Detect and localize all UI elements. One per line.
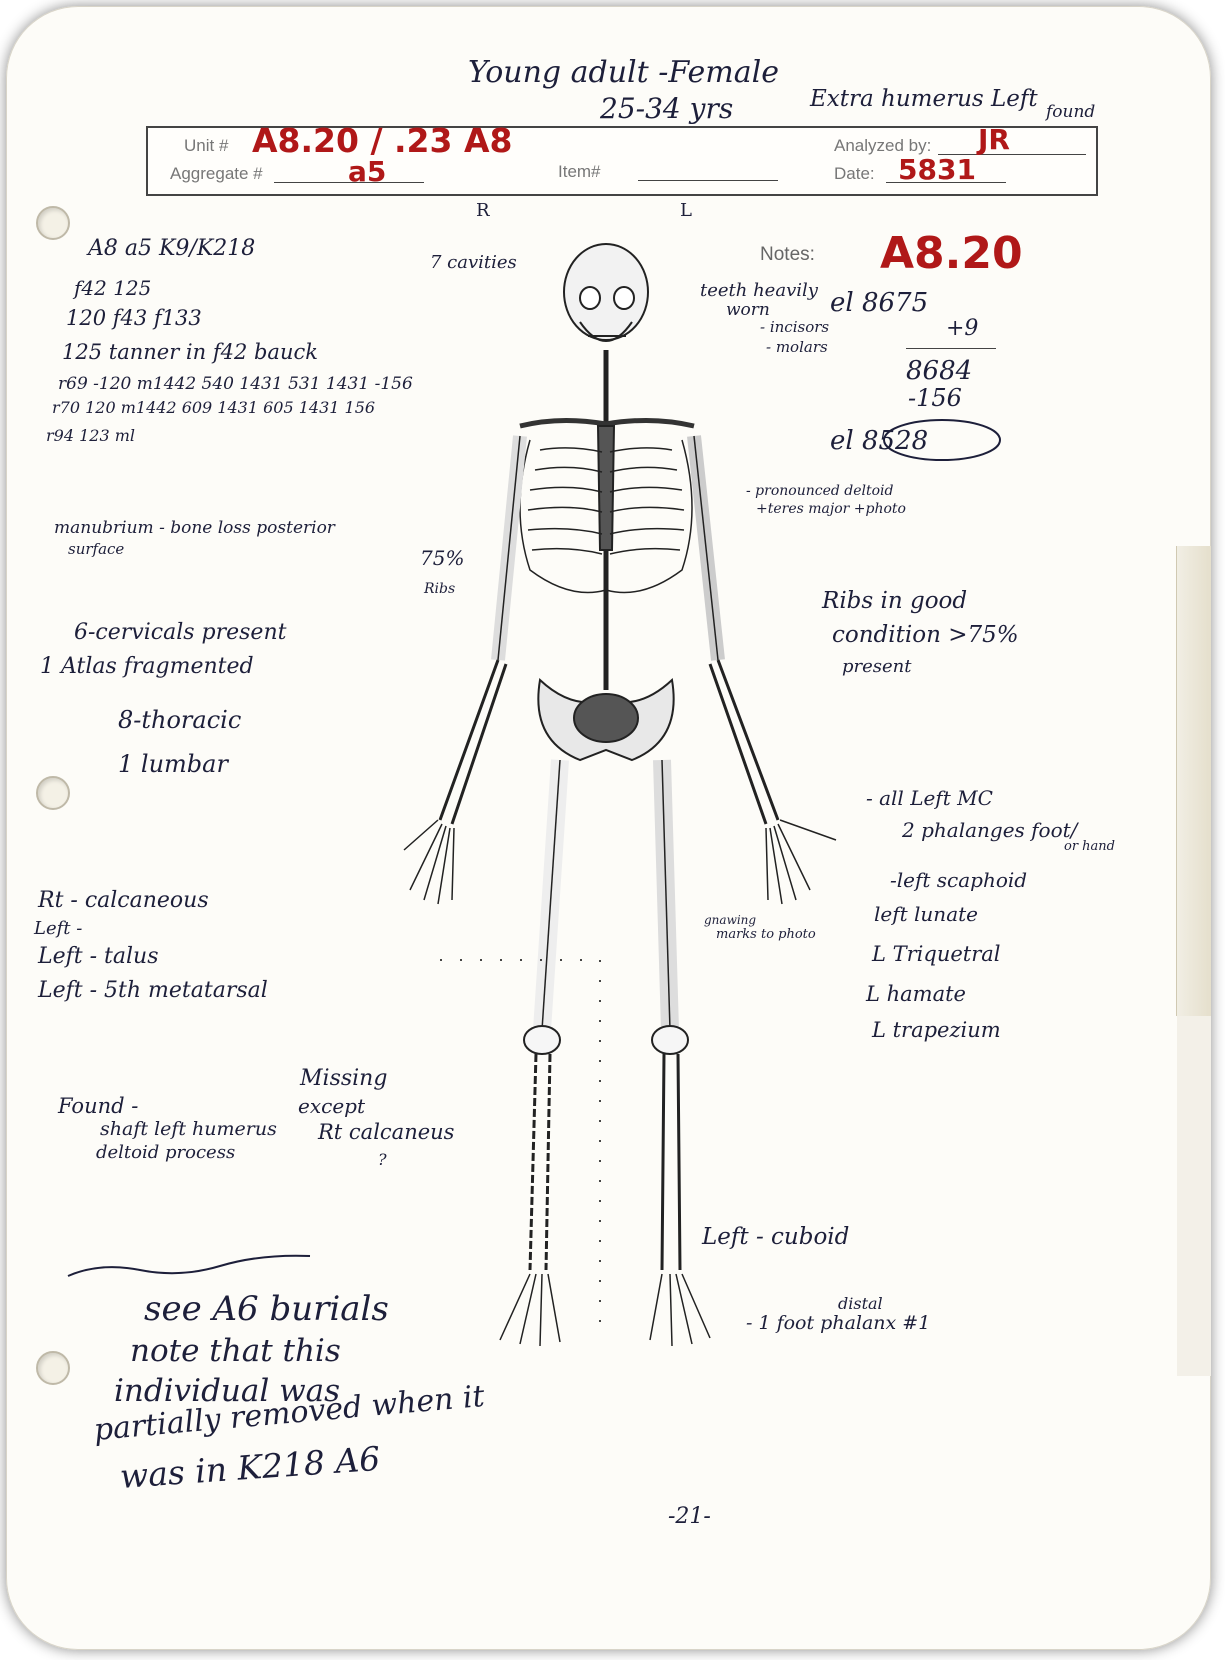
punch-hole [36,206,70,240]
vertebrae-note: 1 Atlas fragmented [40,656,254,678]
left-side-marker: L [680,202,692,220]
calculation-line: +9 [946,318,978,340]
sternum [598,426,614,550]
extra-humerus-found: found [1046,104,1095,121]
right-forearm [440,660,506,824]
item-label: Item# [558,162,601,182]
skeleton-diagram [380,240,880,1360]
vertebrae-note: 8-thoracic [118,708,241,732]
manubrium-note: surface [68,542,124,557]
see-note: note that this [130,1336,341,1367]
punch-hole [36,776,70,810]
calculation-line: -156 [908,386,962,410]
aggregate-value: a5 [348,158,386,186]
catalog-note: A8 a5 K9/K218 [88,238,255,260]
catalog-note: r94 123 ml [46,428,135,444]
catalog-note: 120 f43 f133 [66,308,202,329]
hand-bones-note: - all Left MC [866,788,993,808]
hand-bones-note: or hand [1064,840,1115,853]
missing-note: except [298,1096,365,1116]
date-value: 5831 [898,156,976,184]
unit-label: Unit # [184,136,228,156]
left-tibia [662,1054,680,1270]
left-hand [766,820,836,904]
left-forearm [710,660,778,824]
page-number: -21- [668,1506,711,1528]
hand-bones-note: -left scaphoid [890,870,1027,890]
right-tibia [530,1054,550,1270]
calculation-line: 8684 [906,358,972,384]
unit-value: A8.20 / .23 A8 [252,124,512,157]
foot-bone-note: Left - talus [38,946,158,968]
aggregate-label: Aggregate # [170,164,263,184]
foot-bone-note: Rt - calcaneous [38,890,209,912]
left-foot [650,1274,710,1346]
punch-hole [36,1351,70,1385]
specimen-id: A8.20 [880,232,1023,276]
foot-bone-note: Left - [34,920,82,938]
missing-note: Missing [300,1068,387,1090]
page-tab-edge [1176,546,1211,1016]
sex-age-note: Young adult -Female [468,58,779,88]
foot-bone-note: Left - 5th metatarsal [38,980,268,1002]
right-hand [404,820,454,904]
date-label: Date: [834,164,875,184]
catalog-note: f42 125 [74,278,151,298]
found-note: Found - [58,1096,138,1117]
age-range-note: 25-34 yrs [600,95,733,123]
scribble-line [60,1248,320,1284]
found-note: deltoid process [96,1144,235,1162]
result-circle [880,414,1010,464]
right-side-marker: R [476,202,490,220]
hand-bones-note: 2 phalanges foot/ [902,820,1077,840]
hand-bones-note: L trapezium [872,1020,1001,1041]
analyzed-value: JR [978,126,1010,154]
skull [564,244,648,340]
record-form-header: Unit # A8.20 / .23 A8 Aggregate # a5 Ite… [146,126,1098,196]
hand-bones-note: L Triquetral [872,944,1001,965]
page-tab-edge-lower [1177,1016,1211,1376]
found-note: shaft left humerus [100,1120,277,1139]
extra-humerus-note: Extra humerus Left [810,88,1038,111]
catalog-note: 125 tanner in f42 bauck [62,342,318,363]
vertebrae-note: 6-cervicals present [74,622,286,644]
hand-bones-note: L hamate [866,984,966,1005]
vertebrae-note: 1 lumbar [118,752,228,776]
see-note: see A6 burials [144,1292,389,1326]
hand-bones-note: left lunate [874,904,978,924]
manubrium-note: manubrium - bone loss posterior [54,520,335,537]
catalog-note: r70 120 m1442 609 1431 605 1431 156 [52,400,375,416]
right-foot [500,1274,560,1346]
catalog-note: r69 -120 m1442 540 1431 531 1431 -156 [58,376,413,393]
